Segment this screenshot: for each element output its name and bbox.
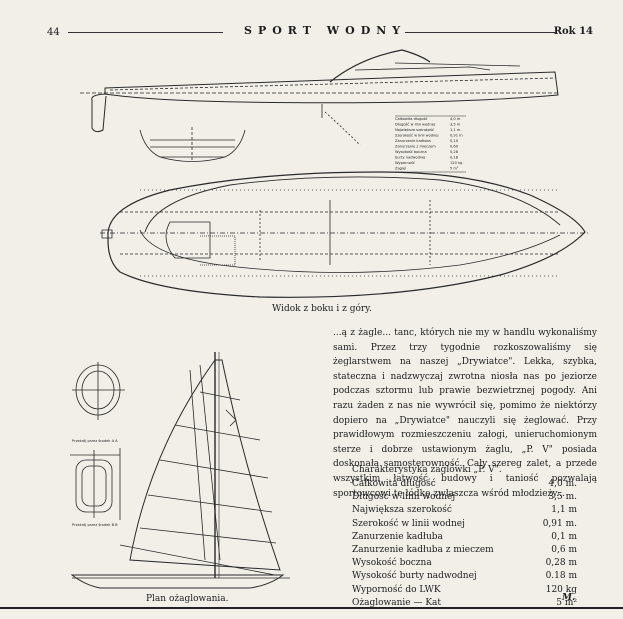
spec-value: 0,1 m [551,531,577,542]
author-signature: M. [562,593,576,603]
caption-sail-plan: Plan ożaglowania. [146,594,229,604]
page-number: 44 [47,27,60,38]
cross-sections [70,362,125,520]
caption-side-top-view: Widok z boku i z góry. [272,304,372,314]
spec-label: Zanurzenie kadłuba z mieczem [352,544,494,555]
svg-text:0,18: 0,18 [450,156,459,160]
spec-row: Zanurzenie kadłuba 0,1 m [352,531,577,544]
spec-title: Charakterystyka żaglówki „P. V". [352,465,502,475]
svg-text:0,60: 0,60 [450,145,459,149]
svg-text:Przekrój przez środek B B: Przekrój przez środek B B [72,523,118,527]
sail-plan [70,352,290,589]
drawing-table-text: Całkowita długość 4,0 m Długość w linii … [72,117,463,527]
svg-text:5 m²: 5 m² [450,167,459,171]
svg-text:Długość w linii wodnej: Długość w linii wodnej [395,123,435,127]
svg-text:Wyporność: Wyporność [395,161,415,165]
spec-value: 3,5 m. [548,492,577,503]
spec-label: Wysokość burty nadwodnej [352,571,477,582]
svg-text:Zanurzenie z mieczem: Zanurzenie z mieczem [395,145,436,149]
spec-value: 5 m² [556,597,577,608]
svg-text:3,5 m: 3,5 m [450,123,461,127]
spec-label: Największa szerokość [352,505,452,516]
header-rule-left [68,32,223,33]
spec-row: Szerokość w linii wodnej 0,91 m. [352,518,577,531]
midship-section [139,127,246,162]
spec-row: Największa szerokość 1,1 m [352,504,577,517]
spec-label: Długość w linii wodnej [352,492,456,503]
header-rule-right [405,32,555,33]
spec-label: Wyporność do LWK [352,584,441,595]
article-paragraph: ...ą z żagle... tanc, których nie my w h… [333,328,597,499]
spec-list: Całkowita długość 4,0 m. Długość w linii … [352,478,577,610]
svg-text:Żagiel: Żagiel [395,166,406,171]
svg-text:1,1 m: 1,1 m [450,128,461,132]
spec-value: 0,28 m [545,558,577,569]
svg-text:Zanurzenie kadłuba: Zanurzenie kadłuba [395,139,431,143]
spec-value: 0,91 m. [542,518,577,529]
svg-text:Największa szerokość: Największa szerokość [395,128,434,132]
spec-row: Długość w linii wodnej 3,5 m. [352,491,577,504]
svg-text:0,28: 0,28 [450,150,459,154]
spec-row: Wyporność do LWK 120 kg [352,584,577,597]
spec-label: Wysokość boczna [352,558,432,569]
page-header: 44 SPORT WODNY Rok 14 [0,24,623,44]
spec-label: Ożaglowanie — Kat [352,597,442,608]
svg-text:Całkowita długość: Całkowita długość [395,117,428,121]
svg-text:burty nadwodnej: burty nadwodnej [395,156,425,160]
spec-row: Ożaglowanie — Kat 5 m² [352,597,577,610]
article-body: ...ą z żagle... tanc, których nie my w h… [333,326,597,501]
spec-row: Wysokość boczna 0,28 m [352,557,577,570]
spec-value: 0,6 m [551,544,577,555]
hull-top-view [100,171,590,298]
spec-label: Zanurzenie kadłuba [352,531,443,542]
spec-value: 1,1 m [551,505,577,516]
svg-text:Przekrój przez środek A A: Przekrój przez środek A A [72,439,118,443]
journal-title: SPORT WODNY [244,24,407,37]
spec-row: Zanurzenie kadłuba z mieczem 0,6 m [352,544,577,557]
spec-row: Całkowita długość 4,0 m. [352,478,577,491]
spec-label: Szerokość w linii wodnej [352,518,465,529]
svg-text:0,10: 0,10 [450,139,459,143]
svg-text:Wysokość boczna: Wysokość boczna [395,150,427,154]
svg-text:120 kg: 120 kg [450,161,462,165]
svg-text:4,0 m: 4,0 m [450,117,461,121]
spec-value: 4,0 m. [548,479,577,489]
svg-text:Szerokość w linii wodnej: Szerokość w linii wodnej [395,134,439,138]
spec-label: Całkowita długość [352,479,436,489]
hull-side-profile [80,49,560,146]
issue-label: Rok 14 [553,26,593,37]
svg-text:0,91 m: 0,91 m [450,134,463,138]
spec-value: 120 kg [545,584,577,595]
footer-rule [0,607,623,609]
spec-value: 0.18 m [545,571,577,582]
spec-row: Wysokość burty nadwodnej 0.18 m [352,570,577,583]
